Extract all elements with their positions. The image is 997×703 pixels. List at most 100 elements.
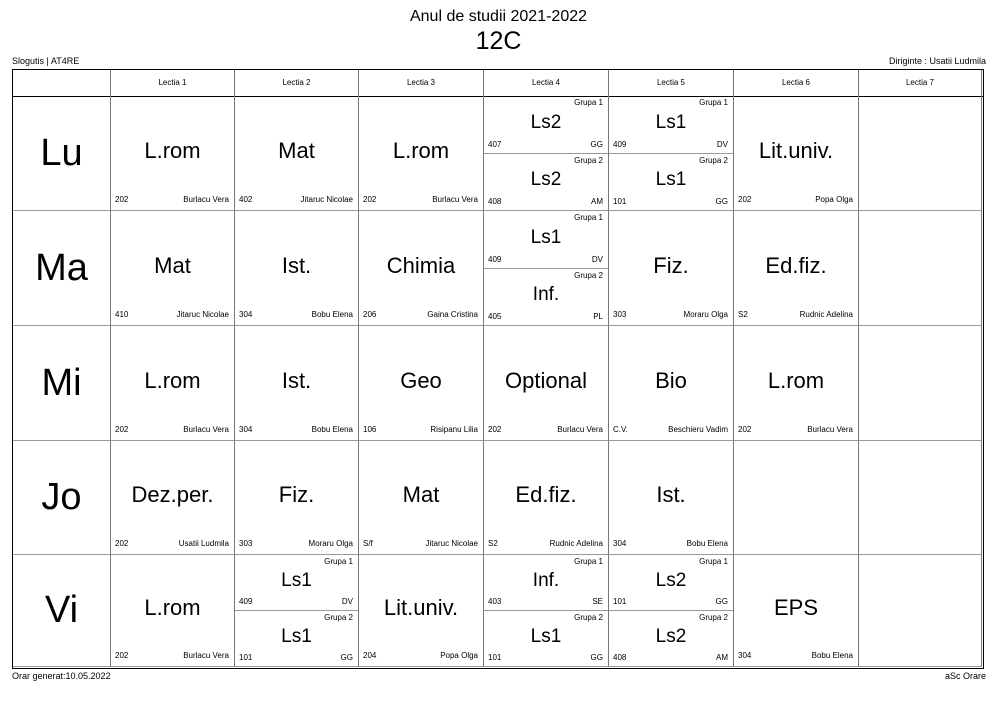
room-number: 101 bbox=[613, 197, 627, 206]
subject-name: L.rom bbox=[144, 595, 201, 620]
room-number: 202 bbox=[115, 539, 129, 548]
day-label: Ma bbox=[13, 211, 111, 326]
teacher-name: Burlacu Vera bbox=[432, 195, 478, 204]
teacher-name: AM bbox=[716, 653, 728, 662]
teacher-name: Gaina Cristina bbox=[427, 310, 478, 319]
group-label: Grupa 1 bbox=[574, 557, 603, 566]
subject-name: Geo bbox=[400, 367, 442, 393]
lesson-cell: Lit.univ. 202 Popa Olga bbox=[734, 96, 859, 211]
room-number: C.V. bbox=[613, 425, 628, 434]
room-number: S2 bbox=[738, 310, 748, 319]
room-number: 101 bbox=[613, 597, 627, 606]
teacher-name: AM bbox=[591, 197, 603, 206]
lesson-cell: L.rom 202 Burlacu Vera bbox=[111, 555, 235, 667]
teacher-name: Popa Olga bbox=[815, 195, 853, 204]
group-label: Grupa 1 bbox=[699, 98, 728, 107]
room-number: 202 bbox=[115, 651, 129, 660]
room-number: 202 bbox=[738, 195, 752, 204]
group-label: Grupa 1 bbox=[699, 557, 728, 566]
subject-name: Lit.univ. bbox=[758, 137, 834, 163]
subject-name: Fiz. bbox=[278, 482, 315, 507]
software-credit-label: aSc Orare bbox=[944, 671, 986, 681]
room-number: 304 bbox=[239, 310, 253, 319]
room-number: 303 bbox=[613, 310, 627, 319]
room-number: 304 bbox=[239, 425, 253, 434]
teacher-name: Beschieru Vadim bbox=[668, 425, 728, 434]
subject-name: Bio bbox=[655, 367, 687, 393]
subject-name: L.rom bbox=[392, 137, 450, 163]
column-header: Lectia 5 bbox=[609, 70, 734, 96]
room-number: 101 bbox=[488, 653, 502, 662]
teacher-name: Bobu Elena bbox=[311, 310, 353, 319]
teacher-name: Bobu Elena bbox=[311, 425, 353, 434]
room-number: 202 bbox=[115, 195, 129, 204]
subject-name: Inf. bbox=[532, 570, 560, 591]
subject-name: Ist. bbox=[656, 482, 686, 507]
subject-name: Fiz. bbox=[653, 252, 689, 278]
teacher-name: GG bbox=[340, 653, 353, 662]
subject-name: Ls1 bbox=[530, 226, 562, 248]
teacher-name: GG bbox=[715, 197, 728, 206]
teacher-name: Bobu Elena bbox=[811, 651, 853, 660]
subject-name: Ist. bbox=[281, 367, 312, 393]
teacher-name: Burlacu Vera bbox=[183, 651, 229, 660]
day-label: Mi bbox=[13, 326, 111, 441]
column-header: Lectia 6 bbox=[734, 70, 859, 96]
lesson-cell bbox=[859, 96, 982, 211]
subject-name: Ls2 bbox=[530, 111, 562, 133]
subject-name: Ls1 bbox=[281, 626, 312, 647]
room-number: S2 bbox=[488, 539, 498, 548]
subject-name: Mat bbox=[278, 137, 315, 163]
teacher-name: Popa Olga bbox=[440, 651, 478, 660]
room-number: 409 bbox=[239, 597, 253, 606]
lesson-cell bbox=[859, 441, 982, 555]
column-header: Lectia 3 bbox=[359, 70, 484, 96]
teacher-name: Moraru Olga bbox=[308, 539, 353, 548]
subject-name: Optional bbox=[505, 367, 587, 393]
group-label: Grupa 1 bbox=[324, 557, 353, 566]
teacher-name: GG bbox=[590, 653, 603, 662]
teacher-name: DV bbox=[591, 254, 603, 264]
lesson-cell: L.rom 202 Burlacu Vera bbox=[111, 96, 235, 211]
subject-name: L.rom bbox=[144, 137, 201, 163]
day-label: Jo bbox=[13, 441, 111, 555]
teacher-name: DV bbox=[341, 597, 353, 606]
room-number: 403 bbox=[488, 597, 502, 606]
teacher-name: GG bbox=[590, 139, 603, 149]
teacher-name: Burlacu Vera bbox=[807, 425, 853, 434]
room-number: 101 bbox=[239, 653, 253, 662]
subject-name: Ls1 bbox=[281, 570, 312, 591]
subject-name: Ed.fiz. bbox=[515, 482, 577, 507]
subject-name: Ls1 bbox=[530, 626, 562, 647]
group-label: Grupa 2 bbox=[574, 613, 603, 622]
teacher-name: GG bbox=[715, 597, 728, 606]
lesson-cell bbox=[859, 326, 982, 441]
room-number: 304 bbox=[738, 651, 752, 660]
day-label: Vi bbox=[13, 555, 111, 667]
group-label: Grupa 2 bbox=[574, 270, 603, 280]
teacher-name: Burlacu Vera bbox=[183, 195, 229, 204]
room-number: 407 bbox=[488, 139, 502, 149]
group-slot: Grupa 1 Ls1 409 DV bbox=[235, 555, 358, 611]
